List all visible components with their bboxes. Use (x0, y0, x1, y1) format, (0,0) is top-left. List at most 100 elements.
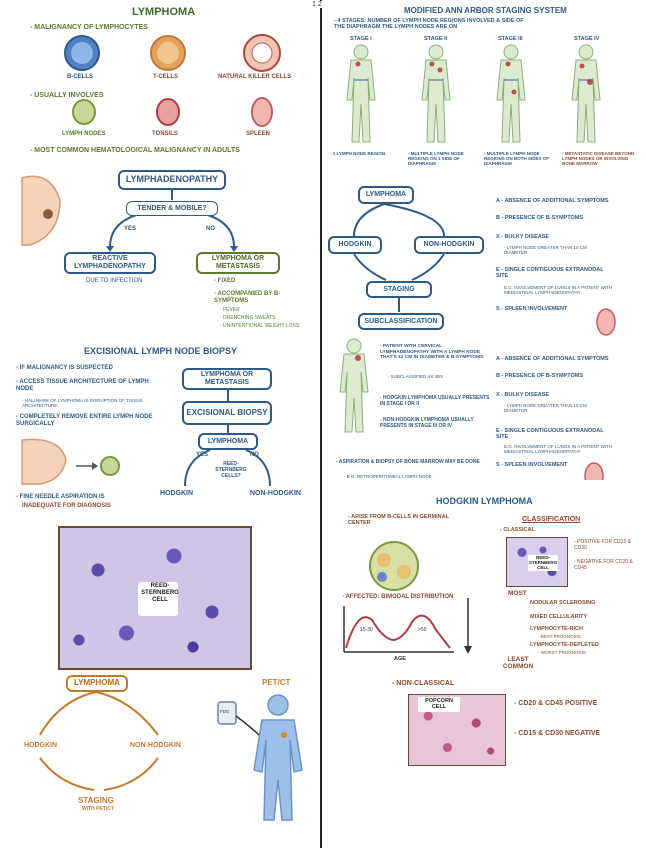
reed-sternberg-micrograph (58, 526, 252, 670)
organ-label-lymph: LYMPH NODES (62, 131, 106, 137)
biopsy-illustration (21, 388, 271, 487)
classical-negative: - NEGATIVE for CD20 & CD45 (574, 559, 633, 571)
biopsy-b1: - IF MALIGNANCY is SUSPECTED (16, 365, 113, 371)
stage2-desc: - MULTIPLE LYMPH NODE REGIONS on 1 SIDE … (408, 151, 464, 167)
organ-label-spleen: SPLEEN (246, 131, 271, 137)
flow-lymphoma-box: LYMPHOMA (358, 186, 414, 204)
suffix2-e-sub: e.g. INVOLVEMENT of LUNGS in a PATIENT w… (504, 444, 613, 455)
popcorn-micrograph (408, 694, 506, 766)
nonclassical-label: - NON-CLASSICAL (392, 680, 455, 687)
classification-title: CLASSIFICATION (522, 516, 581, 523)
page-number: 1 2 (310, 1, 324, 8)
suffix2-x-sub: - LYMPH NODE GREATER THAN 10 cm DIAMETER (504, 403, 587, 414)
flow-hodgkin-box: HODGKIN (328, 236, 382, 254)
lymphoma-meta-box: LYMPHOMA or METASTASIS (196, 252, 280, 274)
cell-label-nk: NATURAL KILLER CELLS (218, 74, 292, 80)
patient-p4: - ASPIRATION & BIOPSY of BONE MARROW may… (336, 459, 480, 465)
rs-question: REED-STERNBERG CELLS? (215, 461, 247, 479)
suffix2-e: E - SINGLE CONTIGUOUS EXTRANODAL SITE (496, 428, 604, 441)
involves-bullet: - USUALLY INVOLVES (30, 92, 104, 99)
petct-label: PET/CT (262, 678, 291, 687)
patient-p4-sub: - e.g. RETROPERITONEAL LYMPH NODE (344, 474, 432, 479)
type-rich: LYMPHOCYTE-RICH (530, 626, 583, 632)
type-depleted: LYMPHOCYTE-DEPLETED (530, 642, 599, 648)
type-depleted-worst: - WORST PROGNOSIS (538, 650, 586, 655)
fever-note: - FEVER (220, 307, 240, 313)
left-column: LYMPHOMA - MALIGNANCY of LYMPHOCYTES B-C… (0, 0, 320, 848)
biopsy-box1: LYMPHOMA or METASTASIS (182, 368, 272, 390)
no-label-2: NO (250, 452, 259, 458)
suffix2-x: X - BULKY DISEASE (496, 392, 550, 398)
stage2-label: STAGE II (424, 36, 448, 42)
right-column: MODIFIED ANN ARBOR STAGING SYSTEM - 4 ST… (324, 0, 646, 848)
sweats-note: - DRENCHING SWEATS (220, 315, 276, 321)
biopsy-box2: EXCISIONAL BIOPSY (182, 401, 272, 425)
hodgkin-arise: - ARISE from B-CELLS in GERMINAL CENTER (348, 514, 449, 527)
suffix1-x: X - BULKY DISEASE (496, 234, 550, 240)
patient-p1: - PATIENT with CERVICAL LYMPHADENOPATHY … (380, 344, 484, 361)
pet-hodgkin: HODGKIN (24, 742, 58, 749)
fna-bullet-inadequate: INADEQUATE for DIAGNOSIS (22, 503, 111, 509)
stage1-label: STAGE I (350, 36, 372, 42)
tender-mobile-box: TENDER & MOBILE? (126, 201, 218, 216)
type-mixed: MIXED CELLULARITY (530, 614, 588, 620)
yes-label-2: YES (196, 452, 209, 458)
reactive-box: REACTIVE LYMPHADENOPATHY (64, 252, 156, 274)
weight-note: - UNINTENTIONAL WEIGHT LOSS (220, 323, 300, 329)
biopsy-b3: - COMPLETELY REMOVE ENTIRE LYMPH NODE SU… (16, 414, 153, 427)
biopsy-box3: LYMPHOMA (198, 433, 258, 450)
classical-label: - CLASSICAL (500, 527, 535, 533)
patient-p2: - HODGKIN LYMPHOMA USUALLY PRESENTS in S… (380, 395, 490, 407)
suffix2-a: A - ABSENCE of ADDITIONAL SYMPTOMS (496, 356, 609, 362)
biopsy-b2-sub: - HALLMARK of LYMPHOMA is DISRUPTION of … (22, 398, 143, 409)
no-label-1: NO (206, 226, 215, 232)
peak1-label: 15-30 (360, 627, 373, 633)
reed-sternberg-label: REED-STERNBERG CELL (141, 583, 179, 603)
hodgkin-illustrations (343, 541, 472, 654)
lymphoma-title: LYMPHOMA (132, 6, 196, 18)
biopsy-hodgkin: HODGKIN (160, 490, 194, 497)
patient-figure (339, 338, 604, 480)
yes-label-1: YES (124, 226, 137, 232)
classical-positive: - POSITIVE for CD15 & CD30 (574, 539, 631, 551)
reactive-note: DUE to INFECTION (86, 278, 143, 284)
type-rich-best: - BEST PROGNOSIS (538, 634, 581, 639)
biopsy-title: EXCISIONAL LYMPH NODE BIOPSY (84, 346, 238, 356)
lymphadenopathy-box: LYMPHADENOPATHY (118, 170, 226, 190)
stage3-label: STAGE III (498, 36, 523, 42)
cell-label-b: B-CELLS (67, 74, 93, 80)
hodgkin-affected: - AFFECTED: BIMODAL DISTRIBUTION (342, 594, 454, 600)
common-bullet: - MOST COMMON HEMATOLOGICAL MALIGNANCY i… (30, 147, 240, 154)
accompanied-note: - ACCOMPANIED by B-SYMPTOMS (214, 291, 281, 304)
biopsy-non-hodgkin: NON-HODGKIN (250, 490, 301, 497)
column-divider (320, 0, 322, 848)
pet-staging-sub: with PET/CT (82, 806, 114, 812)
stage4-label: STAGE IV (574, 36, 600, 42)
fna-bullet: - FINE NEEDLE ASPIRATION is (16, 494, 105, 500)
stage-figures (346, 44, 601, 143)
popcorn-label: POPCORN CELL (418, 697, 460, 712)
type-nodular: NODULAR SCLEROSING (530, 600, 596, 606)
ann-arbor-intro: - 4 STAGES: NUMBER of LYMPH NODE REGIONS… (334, 18, 524, 31)
staging-flow-connectors (353, 203, 616, 336)
cell-label-t: T-CELLS (153, 74, 178, 80)
cells-illustration (64, 34, 281, 127)
flow1-connectors (21, 175, 238, 252)
suffix2-s: S - SPLEEN INVOLVEMENT (496, 462, 568, 468)
most-label: MOST (508, 590, 527, 597)
hodgkin-title: HODGKIN LYMPHOMA (436, 496, 533, 506)
flow-staging-box: STAGING (366, 281, 432, 298)
pet-lymphoma-box: LYMPHOMA (66, 675, 128, 692)
pet-connectors (39, 691, 303, 821)
flow-non-hodgkin-box: NON-HODGKIN (414, 236, 484, 254)
organ-label-tonsils: TONSILS (152, 131, 178, 137)
stage1-desc: - 1 LYMPH NODE REGION (330, 151, 386, 156)
pet-non-hodgkin: NON-HODGKIN (130, 742, 181, 749)
fdg-label: FDG (220, 709, 230, 714)
patient-p3: - NON-HODGKIN LYMPHOMA USUALLY PRESENTS … (380, 417, 474, 429)
peak2-label: >50 (418, 627, 427, 633)
suffix1-x-sub: - LYMPH NODE GREATER THAN 10 cm DIAMETER (504, 245, 587, 256)
suffix1-e: E - SINGLE CONTIGUOUS EXTRANODAL SITE (496, 267, 604, 280)
suffix1-e-sub: e.g. INVOLVEMENT of LUNGS in a PATIENT w… (504, 285, 613, 296)
patient-p1-sub: - SUBCLASSIFIED as IIBX (388, 374, 444, 379)
